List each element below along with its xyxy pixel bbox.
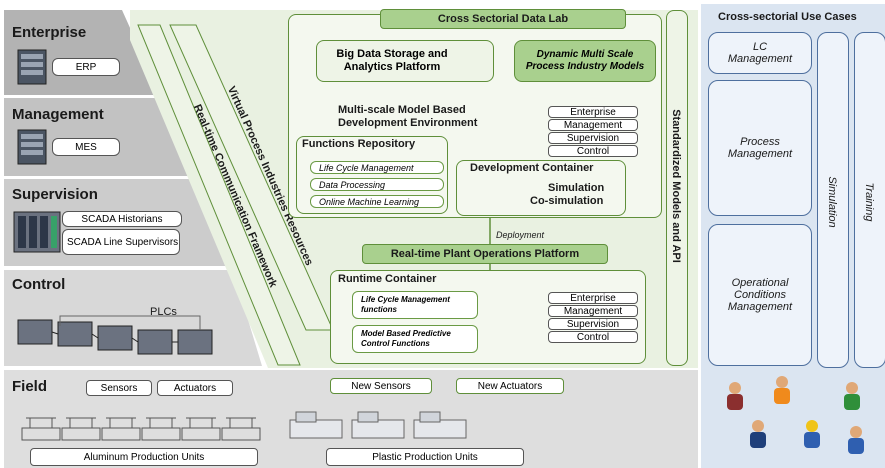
supervision-title: Supervision — [12, 186, 98, 203]
uc-process-management: Process Management — [708, 80, 812, 216]
uc-simulation-label: Simulation — [826, 176, 838, 228]
functions-repo-title: Functions Repository — [302, 138, 416, 150]
co-simulation-label: Co-simulation — [530, 195, 604, 207]
lab-level-management: Management — [548, 119, 638, 131]
aluminum-units-icon — [21, 417, 261, 441]
standardized-api-bar — [666, 10, 688, 366]
rt-level-control: Control — [548, 331, 638, 343]
lab-level-supervision: Supervision — [548, 132, 638, 144]
dynamic-models-box: Dynamic Multi Scale Process Industry Mod… — [514, 40, 656, 82]
fr-data-processing-item: Data Processing — [310, 178, 444, 191]
rt-lifecycle-item: Life Cycle Management functions — [352, 291, 478, 319]
plastic-units-box: Plastic Production Units — [326, 448, 524, 466]
rt-level-enterprise: Enterprise — [548, 292, 638, 304]
uc-training-label: Training — [863, 182, 875, 222]
new-sensors-box: New Sensors — [330, 378, 432, 394]
lab-level-enterprise: Enterprise — [548, 106, 638, 118]
standardized-api-label: Standardized Models and API — [670, 109, 682, 263]
scada-plc-icon — [13, 211, 61, 253]
fr-online-ml-item: Online Machine Learning — [310, 195, 444, 208]
dev-container — [456, 160, 626, 216]
erp-server-icon — [17, 49, 47, 85]
users-icons — [727, 376, 864, 454]
aluminum-units-box: Aluminum Production Units — [30, 448, 258, 466]
field-title: Field — [12, 378, 48, 395]
simulation-label: Simulation — [548, 182, 605, 194]
comm-framework-band — [137, 24, 301, 366]
runtime-container-title: Runtime Container — [338, 273, 437, 285]
multiscale-env-label: Multi-scale Model Based Development Envi… — [338, 104, 478, 129]
data-lab-title: Cross Sectorial Data Lab — [380, 9, 626, 29]
plastic-units-icon — [289, 411, 467, 439]
actuators-box: Actuators — [157, 380, 233, 396]
scada-line-supervisors-box: SCADA Line Supervisors — [62, 229, 180, 255]
new-actuators-box: New Actuators — [456, 378, 564, 394]
plcs-label: PLCs — [150, 306, 177, 318]
management-title: Management — [12, 106, 104, 123]
plant-platform-title: Real-time Plant Operations Platform — [362, 244, 608, 264]
scada-historians-box: SCADA Historians — [62, 211, 182, 227]
sensors-box: Sensors — [86, 380, 152, 396]
uc-simulation-bar — [817, 32, 849, 368]
big-data-box: Big Data Storage and Analytics Platform — [316, 40, 494, 82]
enterprise-title: Enterprise — [12, 24, 87, 41]
management-band — [4, 98, 198, 176]
uc-training-bar — [854, 32, 885, 368]
plc-chain-icon — [17, 315, 213, 355]
deployment-label: Deployment — [496, 230, 545, 240]
mes-box: MES — [52, 138, 120, 156]
lab-level-control: Control — [548, 145, 638, 157]
control-title: Control — [12, 276, 66, 293]
rt-level-supervision: Supervision — [548, 318, 638, 330]
rt-level-management: Management — [548, 305, 638, 317]
fr-lifecycle-item: Life Cycle Management — [310, 161, 444, 174]
use-cases-title: Cross-sectorial Use Cases — [718, 11, 857, 23]
rt-mpc-item: Model Based Predictive Control Functions — [352, 325, 478, 353]
mes-server-icon — [17, 129, 47, 165]
erp-box: ERP — [52, 58, 120, 76]
dev-container-title: Development Container — [470, 162, 594, 174]
uc-lc-management: LC Management — [708, 32, 812, 74]
uc-operational-conditions: Operational Conditions Management — [708, 224, 812, 366]
